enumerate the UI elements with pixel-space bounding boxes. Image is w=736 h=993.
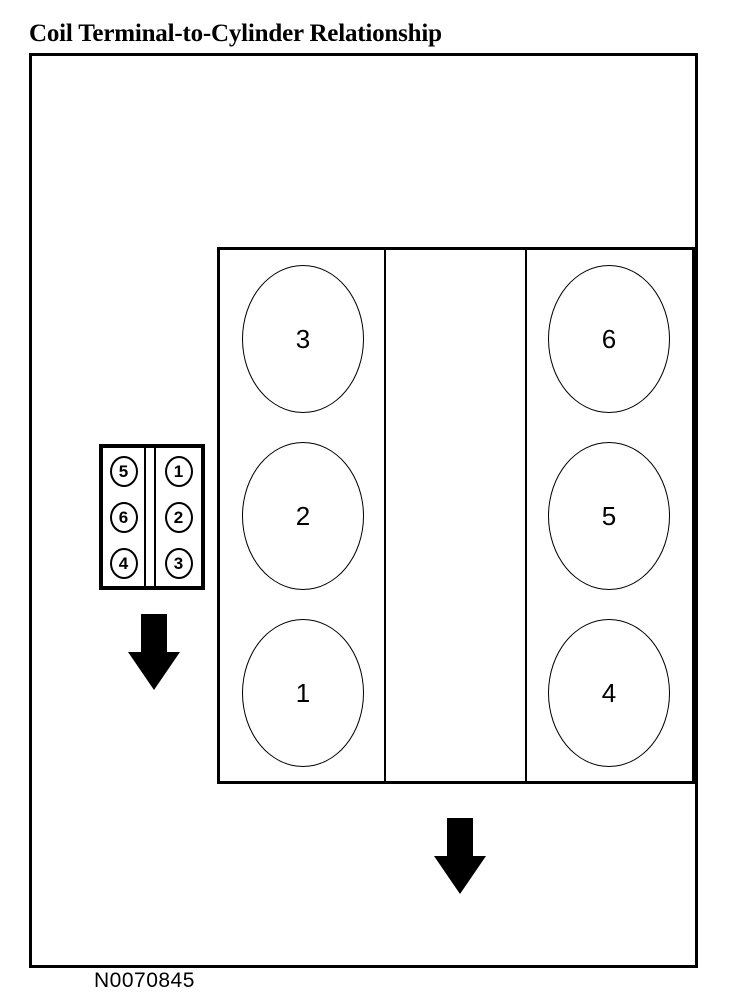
engine-block: 3 2 1 6 5 4 — [217, 247, 695, 784]
cylinder-bank-left: 3 2 1 — [238, 250, 368, 781]
coil-terminal: 6 — [109, 501, 138, 533]
figure-id-label: N0070845 — [94, 969, 195, 992]
cylinder-label: 1 — [295, 677, 311, 708]
coil-terminal: 4 — [109, 547, 138, 579]
cylinder: 1 — [242, 618, 364, 767]
engine-block-direction-arrow — [434, 818, 486, 894]
coil-pack-center-divider — [144, 448, 156, 586]
coil-terminal: 3 — [164, 547, 193, 579]
cylinder-label: 5 — [601, 500, 617, 531]
coil-terminal-label: 3 — [173, 553, 184, 573]
coil-pack: 5 6 4 1 2 3 — [99, 444, 205, 590]
cylinder-label: 2 — [295, 500, 311, 531]
coil-terminal: 2 — [164, 501, 193, 533]
cylinder: 5 — [548, 441, 670, 590]
cylinder: 4 — [548, 618, 670, 767]
coil-pack-direction-arrow — [128, 614, 180, 690]
engine-block-divider-left — [384, 250, 386, 781]
cylinder: 6 — [548, 264, 670, 413]
coil-terminals-left-column: 5 6 4 — [103, 448, 144, 586]
coil-terminal-label: 1 — [173, 461, 184, 481]
coil-terminal: 1 — [164, 455, 193, 487]
coil-terminal-label: 2 — [173, 507, 184, 527]
cylinder-bank-right: 6 5 4 — [544, 250, 674, 781]
page-title: Coil Terminal-to-Cylinder Relationship — [29, 20, 442, 47]
coil-terminals-right-column: 1 2 3 — [156, 448, 201, 586]
cylinder-label: 3 — [295, 323, 311, 354]
coil-terminal-label: 5 — [118, 461, 129, 481]
cylinder-label: 4 — [601, 677, 617, 708]
cylinder-label: 6 — [601, 323, 617, 354]
coil-terminal-label: 4 — [118, 553, 129, 573]
cylinder: 2 — [242, 441, 364, 590]
coil-terminal-label: 6 — [118, 507, 129, 527]
coil-terminal: 5 — [109, 455, 138, 487]
engine-block-divider-right — [525, 250, 527, 781]
cylinder: 3 — [242, 264, 364, 413]
figure-frame: 5 6 4 1 2 3 — [29, 53, 698, 992]
